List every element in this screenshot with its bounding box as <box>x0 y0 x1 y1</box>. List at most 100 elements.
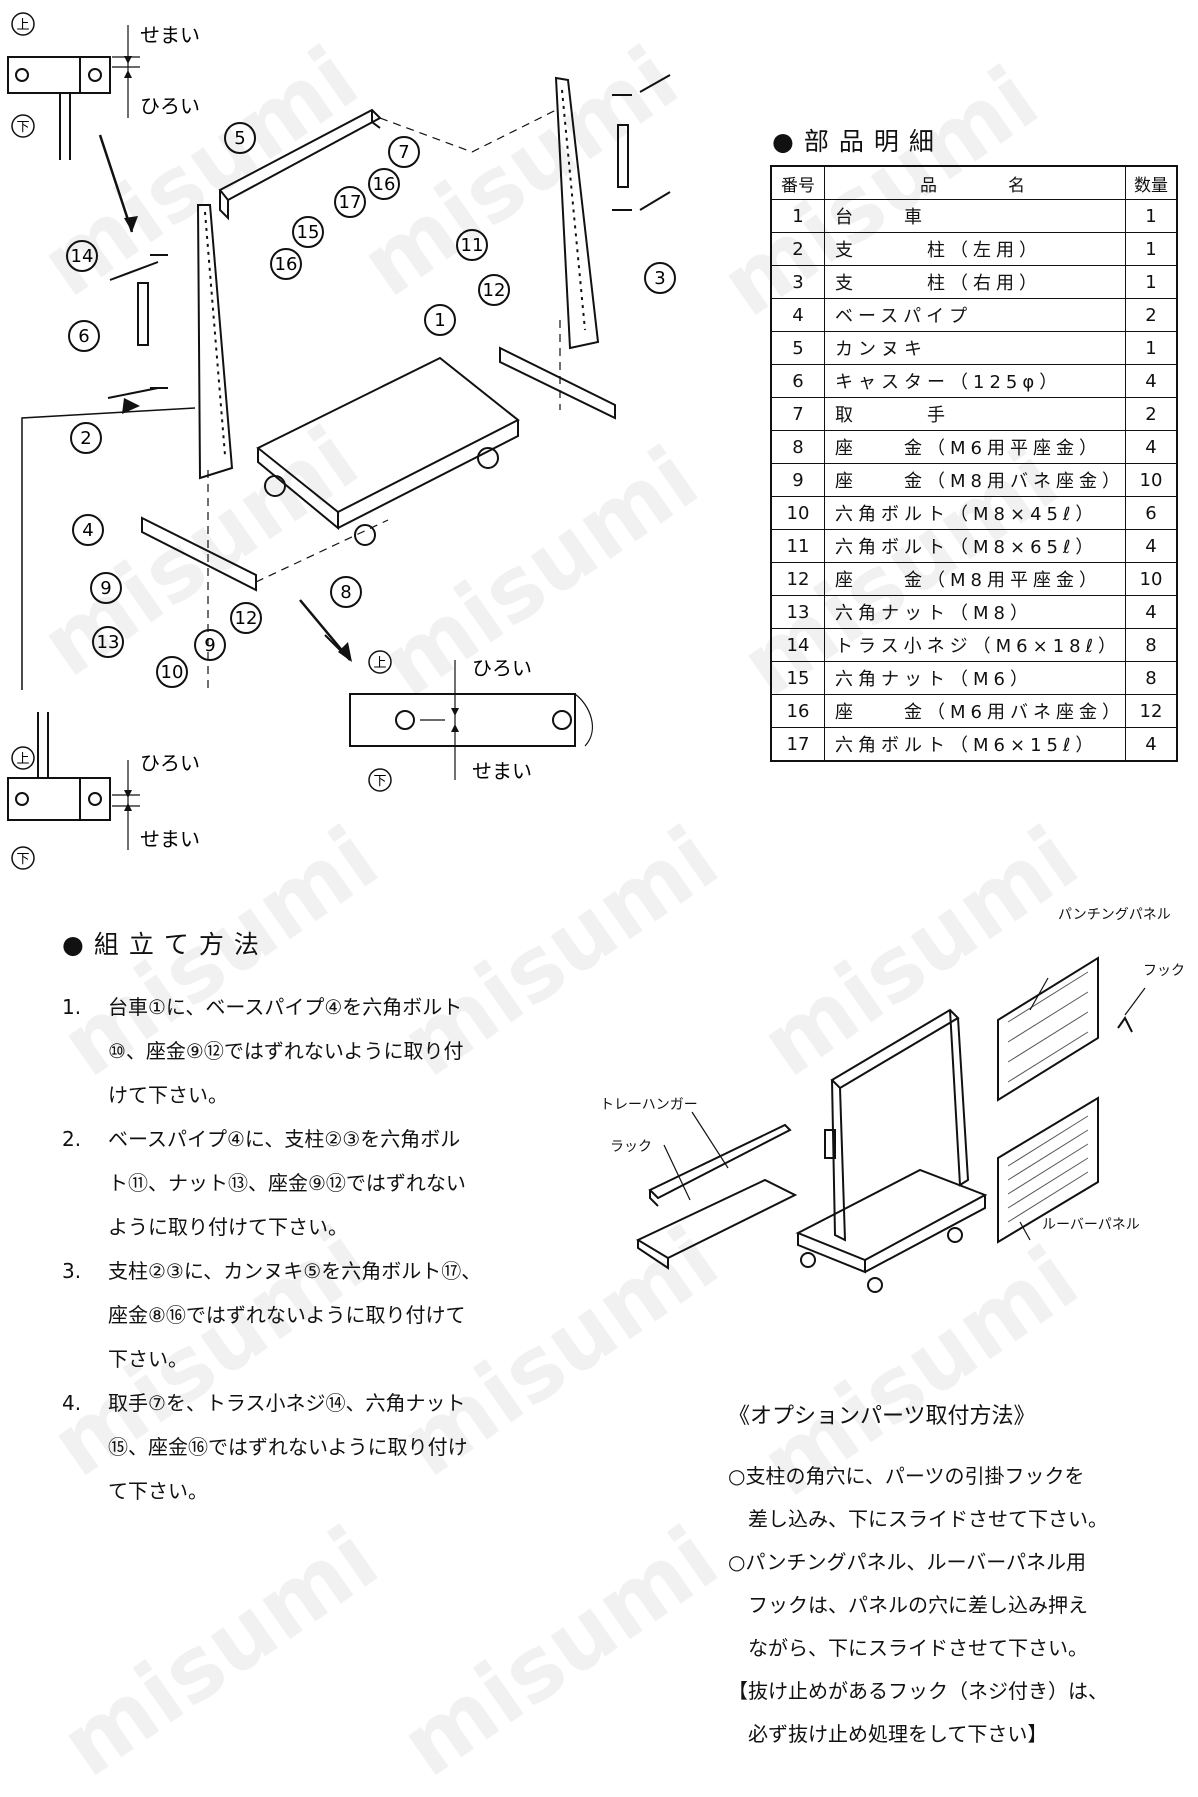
assembly-step: 4. 取手⑦を、トラス小ネジ⑭、六角ナット ⑮、座金⑯ではずれないように取り付け… <box>62 1381 532 1513</box>
watermark: misumi <box>42 1506 396 1797</box>
row-quantity: 1 <box>1124 199 1178 233</box>
bottom-label: 下 <box>16 120 29 135</box>
row-quantity: 10 <box>1124 463 1178 497</box>
callout-label: 14 <box>71 246 94 267</box>
wide-label: ひろい <box>140 751 200 775</box>
narrow-label: せまい <box>140 827 200 851</box>
row-number: 6 <box>770 364 825 398</box>
option-parts-illustration <box>635 956 1146 1293</box>
assembly-step: 2. ベースパイプ④に、支柱②③を六角ボル ト⑪、ナット⑬、座金⑨⑫ではずれない… <box>62 1117 532 1249</box>
options-title: 《オプションパーツ取付方法》 <box>728 1404 1036 1429</box>
step-line: ベースパイプ④に、支柱②③を六角ボル <box>108 1127 461 1151</box>
options-line: ○支柱の角穴に、パーツの引掛フックを <box>728 1464 1085 1488</box>
callout-label: 3 <box>654 268 665 289</box>
row-quantity: 8 <box>1124 628 1178 662</box>
assembly-step: 3. 支柱②③に、カンヌキ⑤を六角ボルト⑰、 座金⑧⑯ではずれないように取り付け… <box>62 1249 532 1381</box>
bottom-label: 下 <box>373 774 386 789</box>
assembly-title: ●組立て方法 <box>62 930 269 959</box>
top-label: 上 <box>373 656 386 671</box>
parts-table-header: 番号 品 名 数量 <box>770 165 1178 200</box>
row-name: 六角ボルト（M8×45ℓ） <box>824 496 1126 530</box>
step-line: 下さい。 <box>108 1347 188 1371</box>
tray-hanger-label: トレーハンガー <box>600 1097 698 1113</box>
callout-label: 1 <box>434 310 445 331</box>
row-quantity: 1 <box>1124 331 1178 365</box>
hook-label: フック <box>1143 963 1185 979</box>
options-line: ○パンチングパネル、ルーバーパネル用 <box>728 1550 1087 1574</box>
row-number: 12 <box>770 562 825 596</box>
step-number: 2. <box>62 1127 82 1151</box>
row-number: 8 <box>770 430 825 464</box>
callout-label: 5 <box>234 128 245 149</box>
row-quantity: 1 <box>1124 265 1178 299</box>
row-number: 11 <box>770 529 825 563</box>
callout-label: 10 <box>161 662 184 683</box>
row-number: 5 <box>770 331 825 365</box>
row-number: 7 <box>770 397 825 431</box>
row-number: 3 <box>770 265 825 299</box>
assembly-step: 1. 台車①に、ベースパイプ④を六角ボルト ⑩、座金⑨⑫ではずれないように取り付… <box>62 985 532 1117</box>
narrow-label: せまい <box>472 759 532 783</box>
row-number: 4 <box>770 298 825 332</box>
callout-label: 16 <box>373 174 396 195</box>
row-quantity: 1 <box>1124 232 1178 266</box>
watermark: misumi <box>382 1506 736 1797</box>
row-quantity: 12 <box>1124 694 1178 728</box>
row-name: 取 手 <box>824 397 1126 431</box>
callout-label: 12 <box>235 608 258 629</box>
row-number: 9 <box>770 463 825 497</box>
row-number: 2 <box>770 232 825 266</box>
row-name: 座 金（M6用バネ座金） <box>824 694 1126 728</box>
callout-label: 12 <box>483 280 506 301</box>
wide-label: ひろい <box>140 94 200 118</box>
row-name: 支 柱（右用） <box>824 265 1126 299</box>
callout-label: 4 <box>82 520 93 541</box>
row-name: キャスター（125φ） <box>824 364 1126 398</box>
row-number: 17 <box>770 727 825 762</box>
row-quantity: 4 <box>1124 364 1178 398</box>
callout-label: 17 <box>339 192 362 213</box>
step-line: ⑮、座金⑯ではずれないように取り付け <box>108 1435 468 1459</box>
wide-label: ひろい <box>472 656 532 680</box>
row-quantity: 4 <box>1124 529 1178 563</box>
row-name: 座 金（M6用平座金） <box>824 430 1126 464</box>
assembly-steps: 1. 台車①に、ベースパイプ④を六角ボルト ⑩、座金⑨⑫ではずれないように取り付… <box>62 985 532 1513</box>
callout-label: 8 <box>340 582 351 603</box>
row-quantity: 10 <box>1124 562 1178 596</box>
row-number: 10 <box>770 496 825 530</box>
row-quantity: 2 <box>1124 397 1178 431</box>
step-line: 取手⑦を、トラス小ネジ⑭、六角ナット <box>108 1391 466 1415</box>
parts-list-title: ●部品明細 <box>772 127 944 156</box>
options-line: 【抜け止めがあるフック（ネジ付き）は、 <box>728 1679 1108 1703</box>
row-name: 六角ボルト（M6×15ℓ） <box>824 727 1126 762</box>
callout-label: 2 <box>80 428 91 449</box>
options-text: ○支柱の角穴に、パーツの引掛フックを 差し込み、下にスライドさせて下さい。 ○パ… <box>728 1455 1168 1756</box>
row-quantity: 2 <box>1124 298 1178 332</box>
step-line: ト⑪、ナット⑬、座金⑨⑫ではずれない <box>108 1171 466 1195</box>
row-name: ベースパイプ <box>824 298 1126 332</box>
step-line: けて下さい。 <box>108 1083 228 1107</box>
callout-label: 15 <box>297 222 320 243</box>
row-number: 13 <box>770 595 825 629</box>
row-quantity: 6 <box>1124 496 1178 530</box>
row-name: 支 柱（左用） <box>824 232 1126 266</box>
step-number: 1. <box>62 995 82 1019</box>
row-quantity: 4 <box>1124 430 1178 464</box>
step-number: 3. <box>62 1259 82 1283</box>
step-line: 台車①に、ベースパイプ④を六角ボルト <box>108 995 463 1019</box>
row-quantity: 8 <box>1124 661 1178 695</box>
step-line: 支柱②③に、カンヌキ⑤を六角ボルト⑰、 <box>108 1259 482 1283</box>
punching-panel-label: パンチングパネル <box>1058 907 1171 923</box>
